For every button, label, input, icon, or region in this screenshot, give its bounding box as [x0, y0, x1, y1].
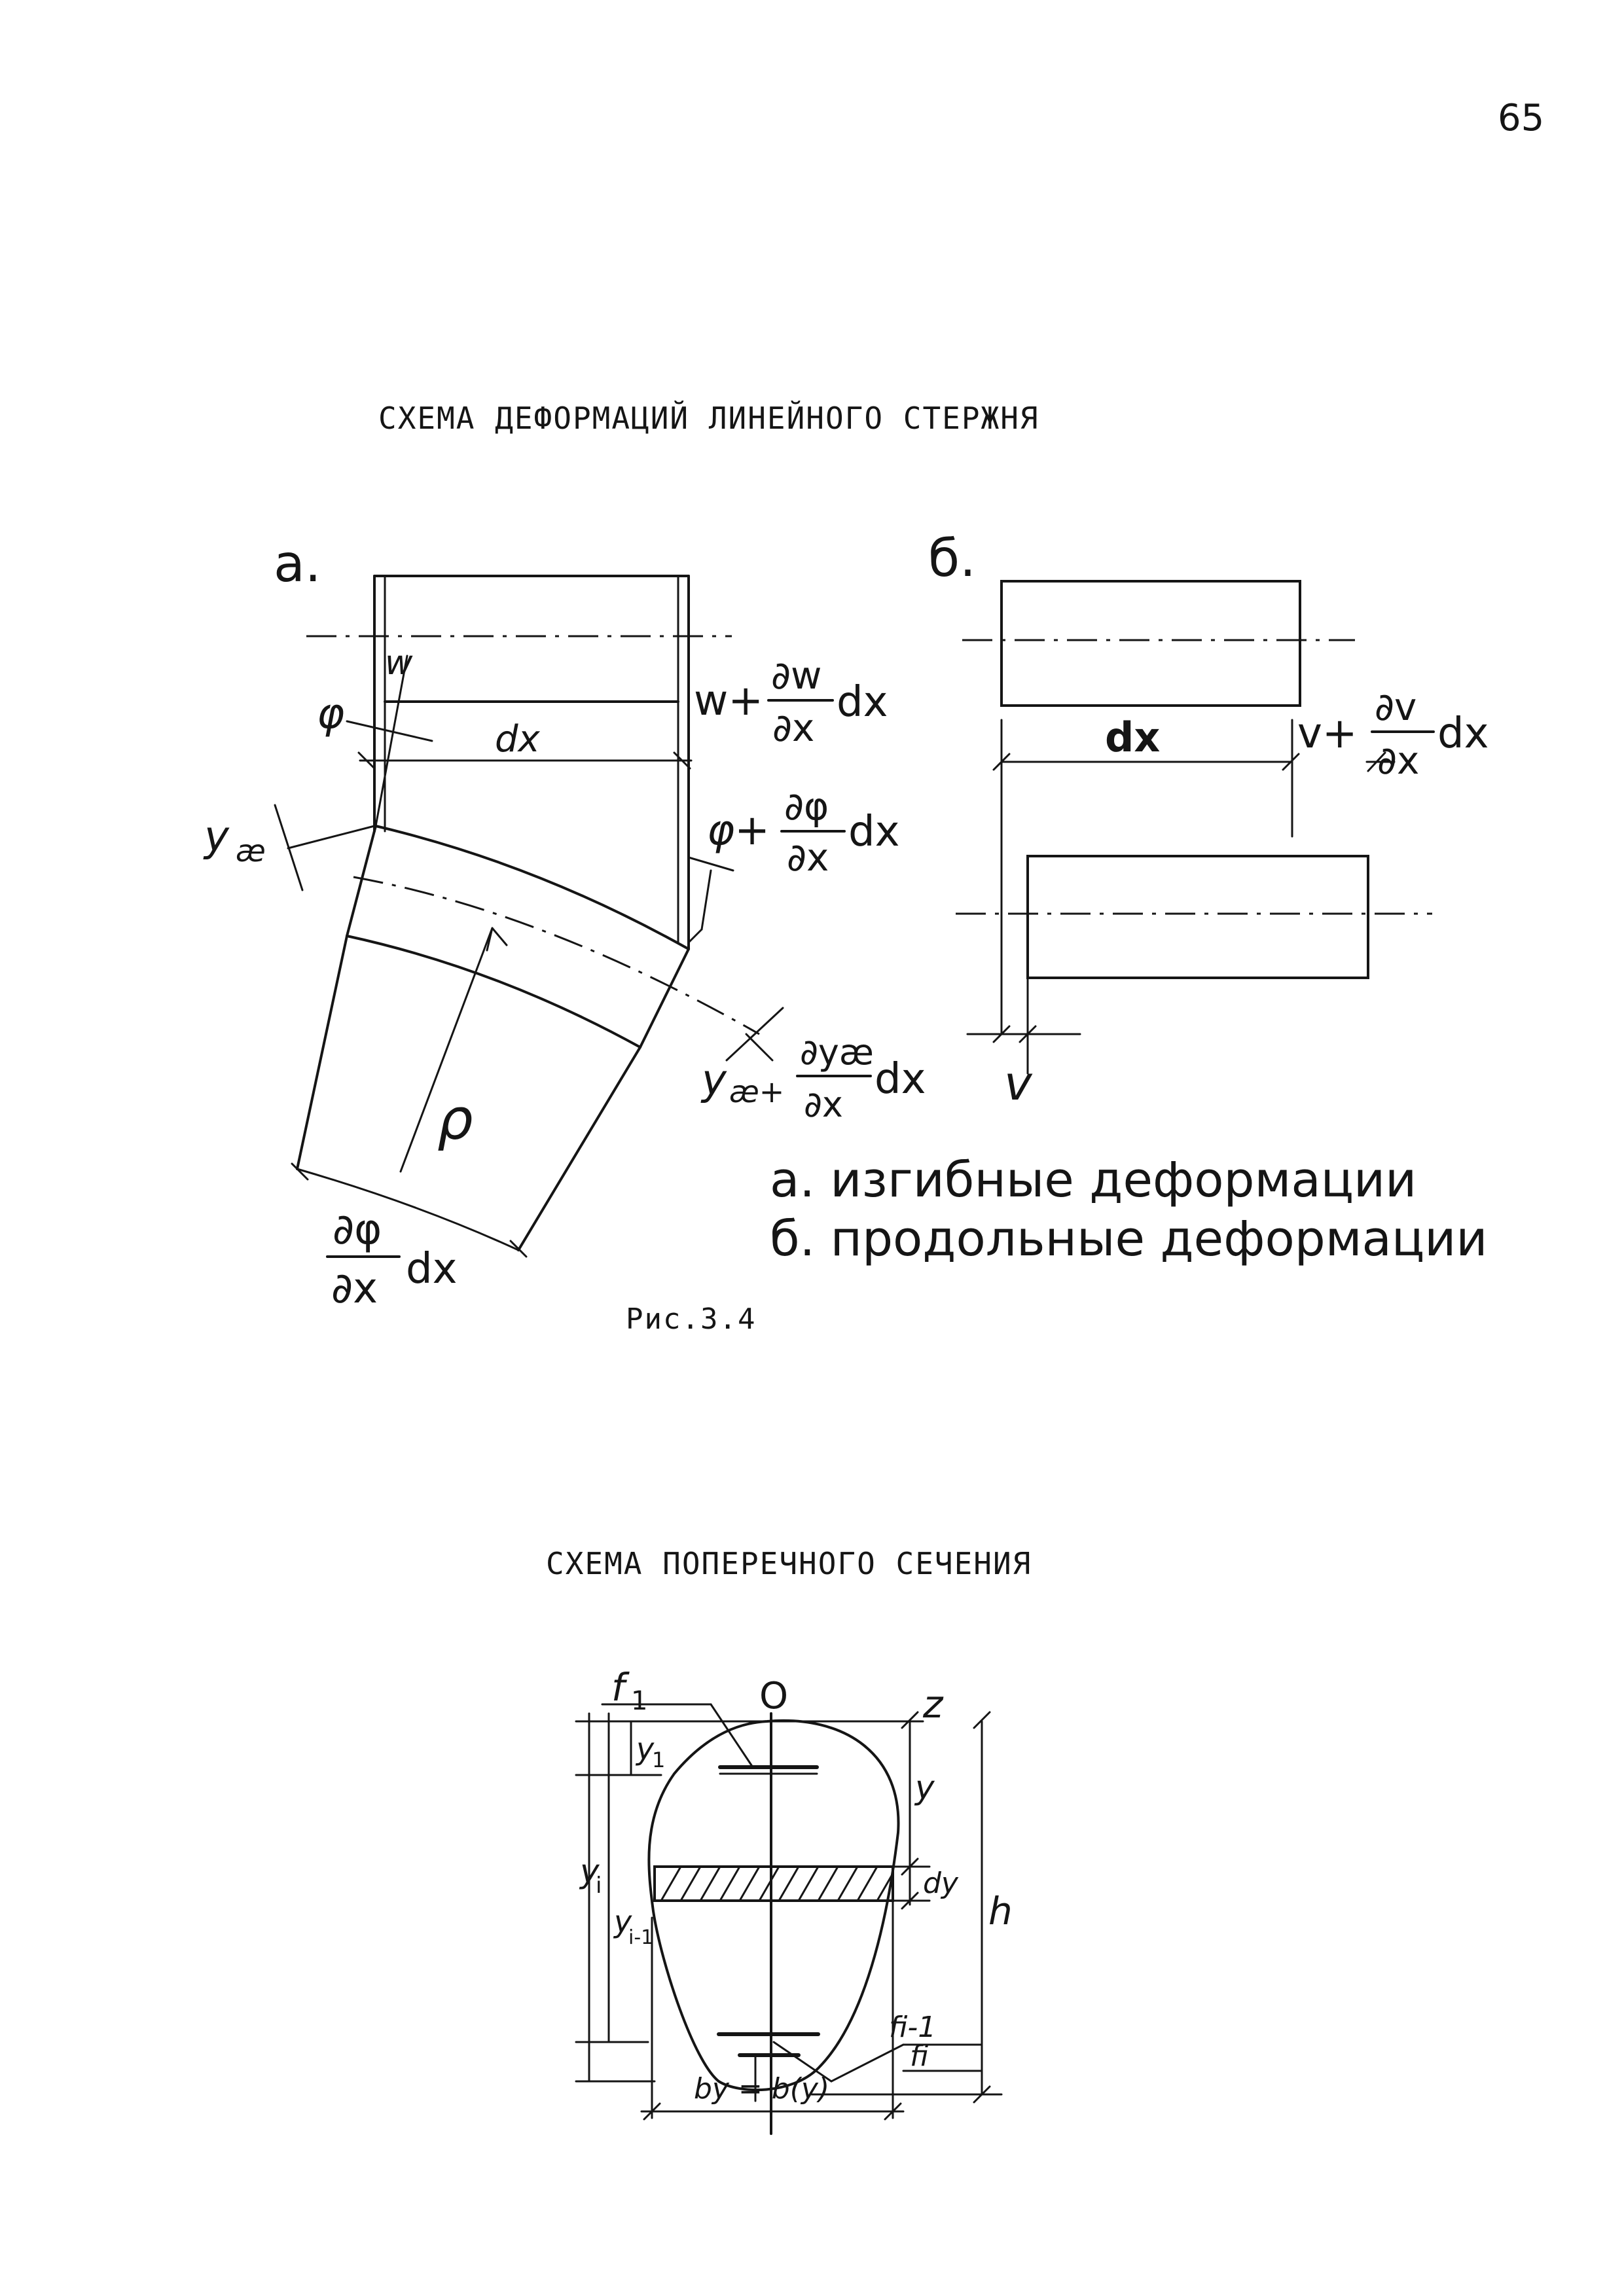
legend-a: а. изгибные деформации	[770, 1152, 1417, 1208]
arc-dphi-denominator: ∂x	[331, 1265, 378, 1313]
dv-numerator: ∂v	[1375, 685, 1416, 729]
by-label: by = b(y)	[694, 2072, 829, 2106]
dy-label: dy	[923, 1867, 959, 1900]
f1-sub: 1	[631, 1686, 647, 1716]
dy-numerator: ∂yæ	[800, 1031, 874, 1073]
v-plus-label: v+	[1297, 709, 1358, 758]
y-kappa-label: y	[203, 813, 230, 861]
yi1-sub: i-1	[628, 1926, 653, 1949]
arc-dphi-numerator: ∂φ	[333, 1206, 382, 1254]
panel-a-label: а.	[274, 535, 321, 594]
fi1-label: fi-1	[889, 2011, 936, 2044]
v-label: v	[1004, 1056, 1033, 1111]
w-plus-label: w+	[694, 677, 763, 725]
phi-label: φ	[317, 690, 344, 738]
h-label: h	[988, 1889, 1013, 1933]
dv-dx: dx	[1437, 709, 1489, 758]
dx-label-b: dx	[1105, 713, 1160, 761]
dphi-denominator: ∂x	[787, 835, 829, 880]
dy-denominator: ∂x	[804, 1084, 843, 1125]
y-plus-sub: æ+	[729, 1074, 784, 1109]
y1-sub: 1	[652, 1748, 665, 1772]
w-label: w	[385, 643, 413, 683]
figure1-caption: Рис.3.4	[626, 1302, 757, 1336]
y-kappa-sub: æ	[236, 833, 266, 869]
yi-label: y	[579, 1852, 600, 1890]
dv-denominator: ∂x	[1377, 738, 1419, 783]
dphi-dx: dx	[848, 808, 900, 856]
dw-numerator: ∂w	[771, 653, 821, 698]
origin-label: O	[759, 1675, 788, 1717]
dw-denominator: ∂x	[772, 706, 814, 750]
y1-label: y	[635, 1731, 655, 1767]
f1-label: f	[611, 1665, 630, 1710]
dphi-numerator: ∂φ	[784, 784, 829, 829]
figure2-title: СХЕМА ПОПЕРЕЧНОГО СЕЧЕНИЯ	[546, 1546, 1032, 1581]
panel-b-label: б.	[928, 529, 976, 588]
yi-sub: i	[596, 1873, 602, 1899]
dy-dx: dx	[875, 1055, 926, 1103]
fi-label: fi	[910, 2039, 929, 2073]
figure1-title: СХЕМА ДЕФОРМАЦИЙ ЛИНЕЙНОГО СТЕРЖНЯ	[378, 401, 1039, 436]
rho-label: ρ	[437, 1087, 473, 1153]
dx-label-a: dx	[495, 718, 541, 761]
arc-dphi-dx: dx	[406, 1245, 458, 1293]
dw-dx: dx	[837, 678, 888, 726]
z-axis-label: z	[922, 1682, 944, 1727]
legend-b: б. продольные деформации	[770, 1211, 1488, 1267]
y-plus-label: y	[700, 1056, 727, 1105]
page-number: 65	[1498, 97, 1545, 139]
yi1-label: y	[613, 1904, 632, 1939]
phi-plus-label: φ+	[707, 806, 770, 855]
y-dim-label: y	[914, 1768, 935, 1806]
